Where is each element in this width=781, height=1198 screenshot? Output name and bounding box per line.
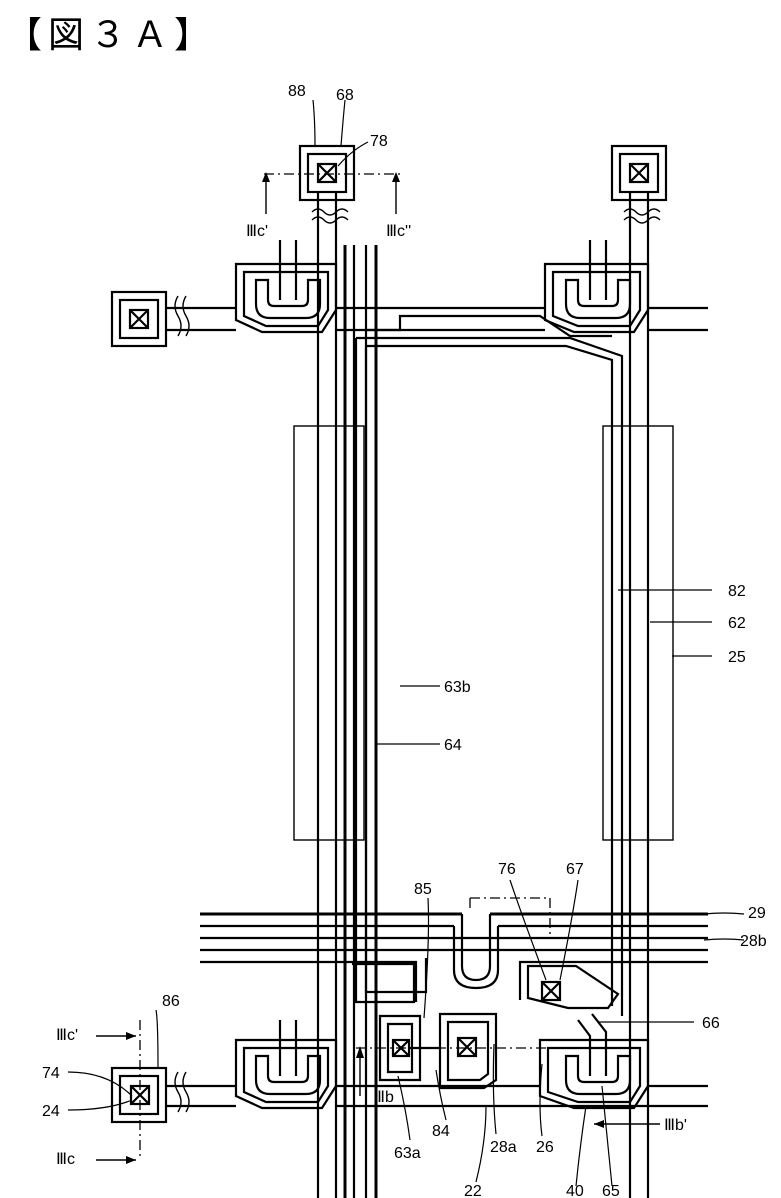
- label-cut-b: Ⅲb: [374, 1089, 394, 1106]
- tft-lower-right: [540, 1014, 648, 1108]
- label-64: 64: [444, 737, 462, 754]
- gate-lines: [166, 308, 708, 1106]
- pad-top-right: [612, 146, 666, 200]
- label-84: 84: [432, 1123, 450, 1140]
- pad-mid-left: [112, 292, 166, 346]
- label-74: 74: [42, 1065, 60, 1082]
- contact-28a: [440, 1014, 496, 1088]
- label-78: 78: [370, 133, 388, 150]
- label-cut-c-prime-left: Ⅲc': [56, 1027, 78, 1044]
- label-66: 66: [702, 1015, 720, 1032]
- label-68: 68: [336, 87, 354, 104]
- pad-bottom-left: [112, 1068, 166, 1122]
- label-62: 62: [728, 615, 746, 632]
- label-82: 82: [728, 583, 746, 600]
- label-24: 24: [42, 1103, 60, 1120]
- label-28a: 28a: [490, 1139, 517, 1156]
- label-22: 22: [464, 1183, 482, 1198]
- tft-upper-left: [236, 240, 336, 332]
- label-65: 65: [602, 1183, 620, 1198]
- label-cut-c-prime-top: Ⅲc': [246, 223, 268, 240]
- storage-bus-lines: [200, 898, 708, 1002]
- label-63a: 63a: [394, 1145, 421, 1162]
- storage-electrodes: [294, 426, 673, 840]
- label-26: 26: [536, 1139, 554, 1156]
- label-76: 76: [498, 861, 516, 878]
- label-86: 86: [162, 993, 180, 1010]
- tft-lower-left: [236, 1020, 336, 1108]
- contact-76: [528, 966, 618, 1008]
- label-67: 67: [566, 861, 584, 878]
- label-cut-b-prime: Ⅲb': [664, 1117, 687, 1134]
- label-85: 85: [414, 881, 432, 898]
- pad-top-left: [300, 146, 354, 200]
- label-63b: 63b: [444, 679, 471, 696]
- label-88: 88: [288, 83, 306, 100]
- label-cut-c: Ⅲc: [56, 1151, 75, 1168]
- tft-upper-right: [545, 240, 648, 332]
- label-29: 29: [748, 905, 766, 922]
- label-25: 25: [728, 649, 746, 666]
- label-cut-c-dprime: Ⅲc'': [386, 223, 411, 240]
- pixel-outline: [352, 316, 622, 1016]
- label-28b: 28b: [740, 933, 767, 950]
- label-40: 40: [566, 1183, 584, 1198]
